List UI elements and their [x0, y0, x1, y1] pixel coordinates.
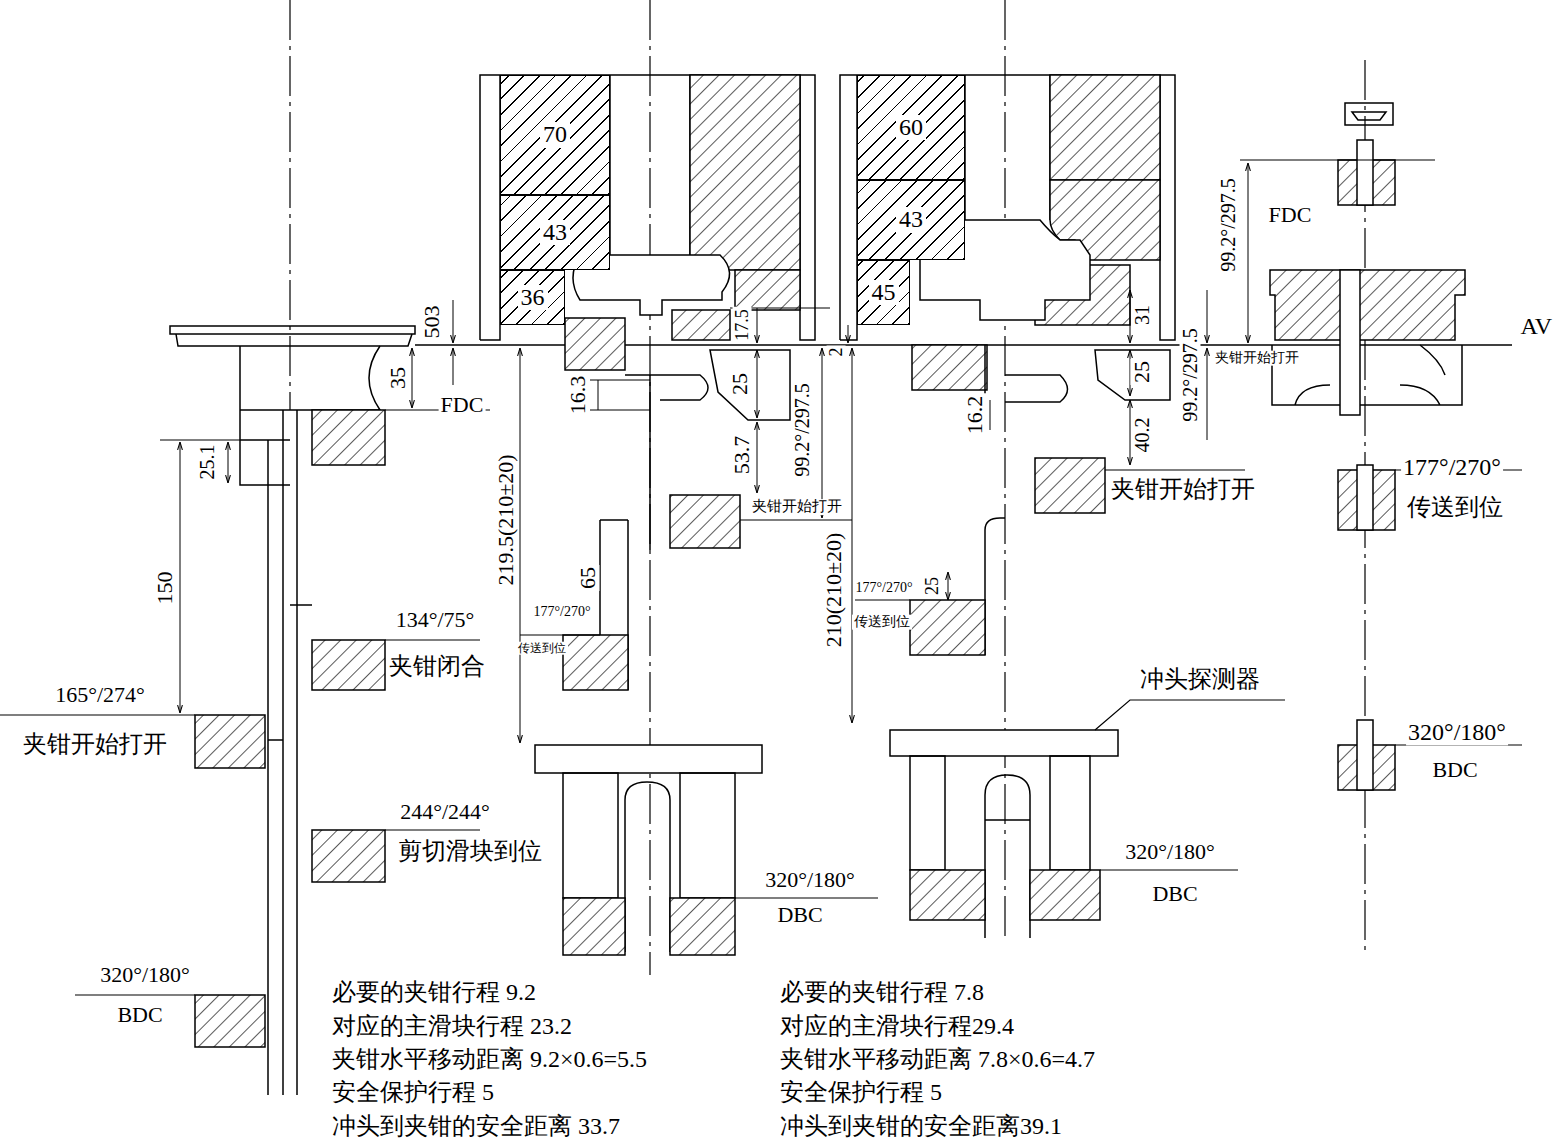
die-block: 60: [857, 75, 965, 180]
dimension-value: 2: [827, 346, 846, 359]
dimension-value: 99.2°/297.5: [1218, 176, 1239, 274]
annotation-label: 对应的主滑块行程 23.2: [330, 1014, 574, 1039]
annotation-label: 剪切滑块到位: [396, 839, 544, 864]
dimension-value: 65: [576, 565, 599, 591]
dimension-value: 16.3: [566, 374, 589, 417]
dimension-value: 25.1: [197, 443, 218, 482]
dimension-value: 25: [728, 371, 751, 397]
dimension-value: 35: [386, 365, 409, 391]
annotation-label: 177°/270°: [1401, 455, 1503, 480]
dimension-value: 40.2: [1132, 416, 1153, 455]
annotation-label: 177°/270°: [853, 581, 914, 596]
annotation-label: 165°/274°: [53, 683, 147, 706]
dimension-value: 25: [1130, 359, 1153, 385]
die-block: 45: [857, 260, 910, 325]
annotation-label: 夹钳开始打开: [750, 499, 844, 515]
annotation-label: 安全保护行程 5: [330, 1080, 496, 1105]
dimension-value: 25: [923, 575, 942, 597]
part-number: 43: [896, 207, 926, 232]
dimension-value: 16.2: [963, 394, 986, 437]
annotation-label: DBC: [775, 903, 824, 926]
part-number: 36: [518, 285, 548, 310]
annotation-label: 传送到位: [516, 642, 568, 655]
annotation-label: 244°/244°: [398, 800, 492, 823]
annotation-label: AV: [1518, 314, 1554, 339]
dimension-value: 503: [420, 304, 443, 341]
annotation-label: 320°/180°: [763, 868, 857, 891]
part-number: 45: [869, 280, 899, 305]
dimension-value: 99.2°/297.5: [792, 381, 813, 479]
annotation-label: 177°/270°: [531, 605, 592, 620]
annotation-label: DBC: [1150, 882, 1199, 905]
annotation-label: 冲头到夹钳的安全距离 33.7: [330, 1114, 622, 1139]
part-number: 60: [896, 115, 926, 140]
annotation-label: 320°/180°: [1123, 840, 1217, 863]
annotation-label: 传送到位: [852, 615, 912, 630]
annotation-label: 夹钳开始打开: [21, 732, 169, 757]
annotation-label: 夹钳开始打开: [1213, 351, 1301, 366]
annotation-label: 夹钳闭合: [387, 654, 487, 679]
die-block: 36: [500, 270, 565, 325]
annotation-label: 必要的夹钳行程 7.8: [778, 980, 986, 1005]
dimension-value: 210(210±20): [822, 531, 845, 650]
dimension-value: 17.5: [733, 307, 752, 343]
annotation-label: BDC: [115, 1003, 164, 1026]
annotation-label: FDC: [439, 393, 486, 416]
annotation-label: 320°/180°: [1406, 720, 1508, 745]
annotation-label: 夹钳开始打开: [1109, 477, 1257, 502]
die-block: 43: [500, 195, 610, 270]
dimension-value: 53.7: [730, 434, 753, 477]
part-number: 43: [540, 220, 570, 245]
annotation-label: 对应的主滑块行程29.4: [778, 1014, 1016, 1039]
annotation-label: FDC: [1267, 203, 1314, 226]
dimension-value: 219.5(210±20): [494, 452, 517, 587]
dimension-value: 31: [1132, 303, 1153, 327]
annotation-label: 夹钳水平移动距离 9.2×0.6=5.5: [330, 1047, 649, 1072]
die-block: 70: [500, 75, 610, 195]
annotation-label: 夹钳水平移动距离 7.8×0.6=4.7: [778, 1047, 1097, 1072]
annotation-label: 134°/75°: [394, 608, 477, 631]
dimension-value: 99.2°/297.5: [1180, 326, 1201, 424]
annotation-label: 冲头到夹钳的安全距离39.1: [778, 1114, 1064, 1139]
part-number: 70: [540, 122, 570, 147]
die-block: 43: [857, 180, 965, 260]
annotation-label: 320°/180°: [98, 963, 192, 986]
dimension-value: 150: [153, 570, 176, 607]
annotation-label: 传送到位: [1405, 495, 1505, 520]
annotation-label: 冲头探测器: [1138, 667, 1262, 692]
annotation-label: BDC: [1430, 758, 1479, 781]
annotation-label: 安全保护行程 5: [778, 1080, 944, 1105]
annotation-label: 必要的夹钳行程 9.2: [330, 980, 538, 1005]
